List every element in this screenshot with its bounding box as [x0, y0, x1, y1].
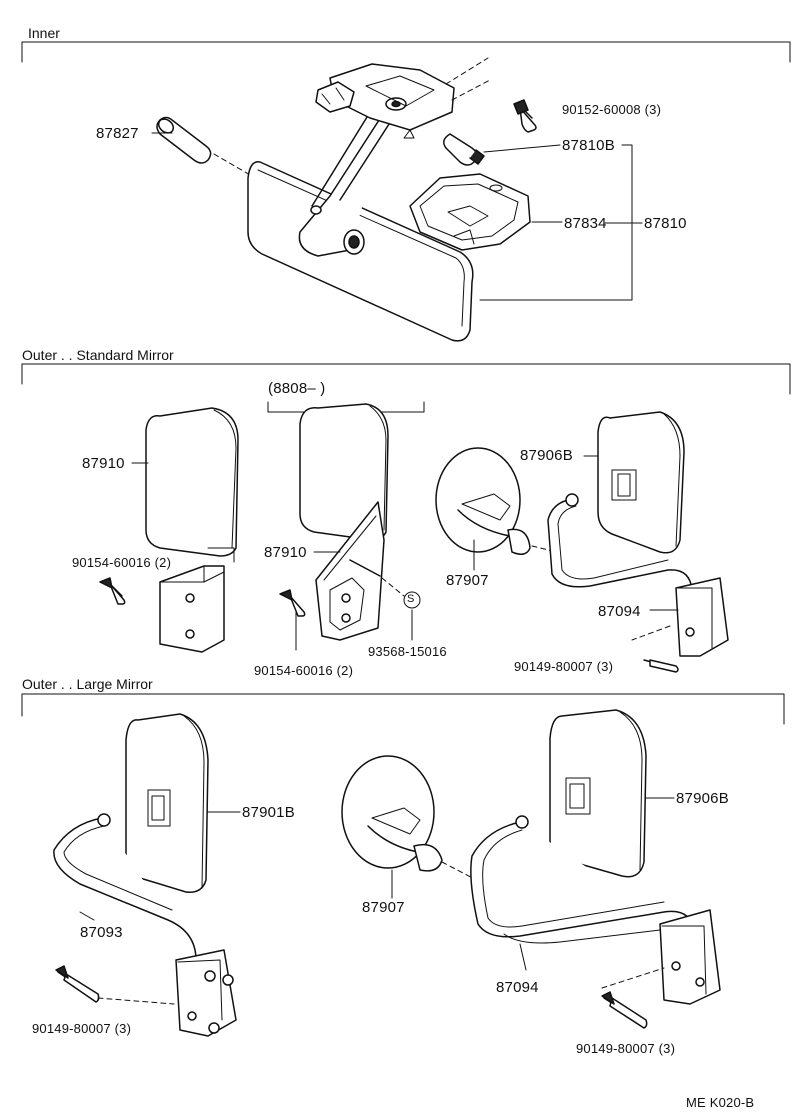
section-title-outer-standard: Outer . . Standard Mirror	[22, 347, 174, 363]
inner-leaders	[151, 132, 643, 301]
part-label-90149-80007-standard: 90149-80007 (3)	[514, 659, 614, 674]
part-label-87906B-large: 87906B	[676, 790, 729, 807]
part-label-90154-60016-left: 90154-60016 (2)	[72, 555, 172, 570]
large-mirror-middle	[341, 755, 485, 885]
standard-mirror-middle	[267, 401, 425, 641]
part-label-90149-80007-large-left: 90149-80007 (3)	[32, 1021, 132, 1036]
part-label-90152-60008: 90152-60008 (3)	[562, 102, 662, 117]
part-label-87094-standard: 87094	[598, 603, 641, 620]
part-label-87910-left: 87910	[82, 455, 125, 472]
part-label-87907-standard: 87907	[446, 572, 489, 589]
part-label-90154-60016-middle: 90154-60016 (2)	[254, 663, 354, 678]
section-title-inner: Inner	[28, 25, 60, 41]
part-label-87906B-standard: 87906B	[520, 447, 573, 464]
part-label-87827: 87827	[96, 125, 139, 142]
standard-section-bracket	[21, 363, 791, 395]
part-label-87910-middle: 87910	[264, 544, 307, 561]
standard-mirror-left	[99, 407, 239, 653]
diagram-code: ME K020-B	[686, 1095, 755, 1110]
part-label-90149-80007-large-right: 90149-80007 (3)	[576, 1041, 676, 1056]
part-label-87907-large: 87907	[362, 899, 405, 916]
serial-range-label: (8808– )	[268, 380, 326, 397]
large-leaders	[79, 797, 675, 971]
large-mirror-left	[53, 713, 237, 1037]
part-label-87810: 87810	[644, 215, 687, 232]
part-label-87901B: 87901B	[242, 804, 295, 821]
large-section-bracket	[21, 693, 785, 725]
part-label-87093: 87093	[80, 924, 123, 941]
part-label-87834: 87834	[564, 215, 607, 232]
pin-87827	[156, 116, 212, 164]
standard-leaders	[131, 455, 679, 651]
part-label-87094-large: 87094	[496, 979, 539, 996]
part-label-93568-15016: 93568-15016	[368, 644, 447, 659]
inner-section-bracket	[21, 41, 791, 63]
screw-90152	[513, 99, 537, 133]
lens-87834	[409, 173, 531, 251]
s-mark: S	[407, 593, 415, 605]
bulb-87810B	[443, 133, 485, 166]
part-label-87810B: 87810B	[562, 137, 615, 154]
inner-mirror-drawing	[156, 57, 537, 342]
large-mirror-right	[470, 709, 721, 1029]
section-title-outer-large: Outer . . Large Mirror	[22, 676, 153, 692]
standard-mirror-right	[435, 411, 729, 673]
